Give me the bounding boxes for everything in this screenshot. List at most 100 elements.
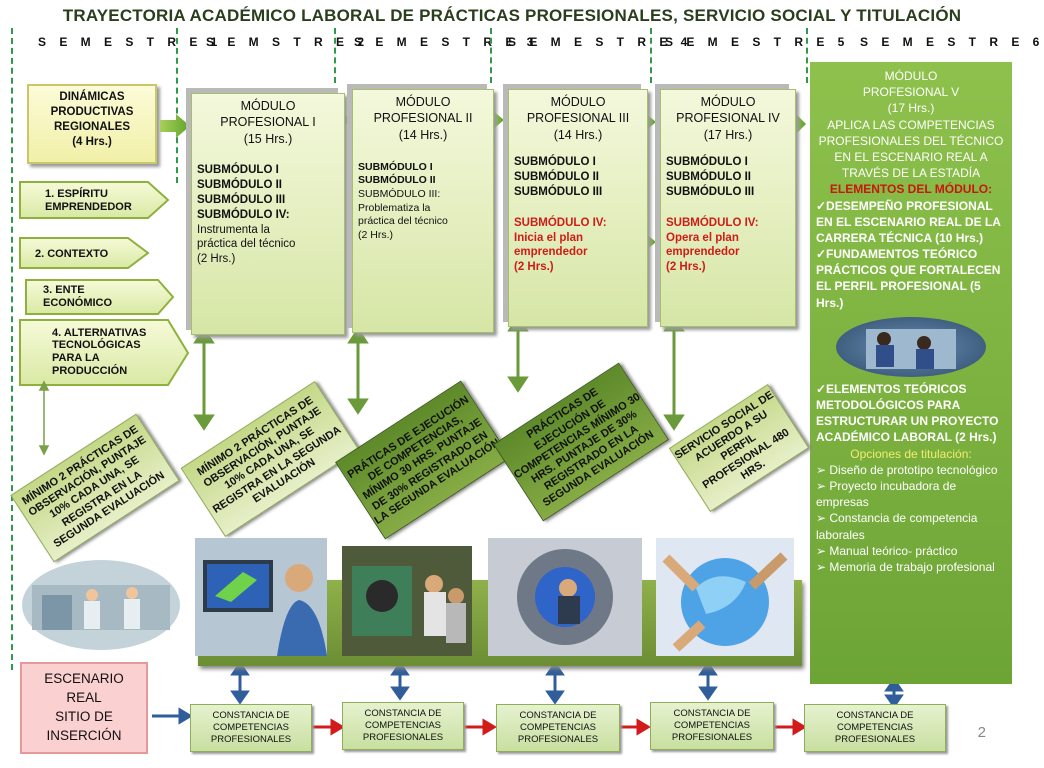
arrow-shape [25,279,175,315]
submodule: SUBMÓDULO III [666,185,755,198]
dinamicas-line: PRODUCTIVAS [50,105,134,118]
submodule-highlight: Opera el plan [666,231,739,244]
submodule: SUBMÓDULO II [358,174,436,187]
module-hours: (15 Hrs.) [243,131,293,146]
submodule-highlight: emprendedor [514,246,588,259]
submodule: SUBMÓDULO II [197,178,282,191]
globe-photo [656,538,794,656]
semester-1-header: S E M E S T R E 1 [38,35,223,49]
submodule: SUBMÓDULO III [197,193,286,206]
module5-element: ✓FUNDAMENTOS TEÓRICO PRÁCTICOS QUE FORTA… [816,247,1001,310]
machinery-illustration [342,546,472,656]
module-title: MÓDULO PROFESIONAL IV [676,95,780,126]
submodule: SUBMÓDULO II [514,170,599,183]
submodule: SUBMÓDULO III [514,185,603,198]
submodule: SUBMÓDULO I [514,155,596,168]
dinamicas-line: (4 Hrs.) [72,135,112,148]
computer-illustration [195,538,327,656]
lab-illustration [32,585,170,630]
globe-hands-illustration [656,538,794,656]
module-title: MÓDULO PROFESIONAL II [373,95,473,126]
module-title: MÓDULO PROFESIONAL III [526,95,630,126]
module-1-frame: MÓDULO PROFESIONAL I (15 Hrs.) SUBMÓDULO… [186,88,345,335]
module-4-box: MÓDULO PROFESIONAL IV (17 Hrs.) SUBMÓDUL… [660,89,796,327]
semester-6-header: S E M E S T R E 6 [860,35,1044,49]
titulacion-option: ➢ Constancia de competencia laborales [816,511,978,542]
submodule-desc: (2 Hrs.) [358,228,393,241]
module5-line: (17 Hrs.) [887,101,935,116]
submodule-highlight: (2 Hrs.) [514,261,554,274]
left-item-1: 1. ESPÍRITU EMPRENDEDOR [45,188,132,213]
submodule: SUBMÓDULO I [666,155,748,168]
divider [176,28,178,183]
left-item-3: 3. ENTE ECONÓMICO [43,284,113,309]
module-hours: (14 Hrs.) [553,127,603,142]
right-arrow-icon [160,114,190,138]
certificate-2: CONSTANCIA DE COMPETENCIAS PROFESIONALES [342,702,464,750]
module-title: MÓDULO PROFESIONAL I [220,99,316,130]
dinamicas-line: REGIONALES [53,120,131,133]
submodule-highlight: emprendedor [666,246,740,259]
titulacion-title: Opciones de titulación: [850,446,972,461]
module-1-box: MÓDULO PROFESIONAL I (15 Hrs.) SUBMÓDULO… [191,93,345,335]
workers-illustration [866,328,956,369]
module-3-box: MÓDULO PROFESIONAL III (14 Hrs.) SUBMÓDU… [508,89,648,327]
divider [650,28,652,83]
arrow-shape [19,181,170,219]
titulacion-option: ➢ Memoria de trabajo profesional [816,559,995,574]
semester-2-header: S E M S T R E 2 [206,35,370,49]
module5-line: MÓDULO [884,69,938,83]
module5-element: ✓DESEMPEÑO PROFESIONAL EN EL ESCENARIO R… [816,198,1001,245]
module5-line: PROFESIONAL V [862,85,960,100]
titulacion-option: ➢ Manual teórico- práctico [816,543,958,558]
certificate-3: CONSTANCIA DE COMPETENCIAS PROFESIONALES [496,704,620,752]
titulacion-option: ➢ Proyecto incubadora de empresas [816,478,957,510]
divider [11,28,13,670]
divider [490,28,492,83]
module-3-frame: MÓDULO PROFESIONAL III (14 Hrs.) SUBMÓDU… [503,84,648,327]
submodule-desc: (2 Hrs.) [197,253,236,266]
titulacion-option: ➢ Diseño de prototipo tecnológico [816,462,998,477]
left-item-2: 2. CONTEXTO [35,247,109,260]
dinamicas-box: DINÁMICAS PRODUCTIVAS REGIONALES (4 Hrs.… [27,84,157,164]
submodule: SUBMÓDULO I [358,160,433,173]
left-item-4: 4. ALTERNATIVAS TECNOLÓGICAS PARA LA PRO… [52,326,147,377]
submodule-desc: Problematiza la [358,201,431,214]
machinery-photo [342,546,472,656]
astronaut-photo [488,538,642,656]
page-number: 2 [977,724,986,741]
submodule-highlight: Inicia el plan [514,231,584,244]
submodule: SUBMÓDULO IV: [197,208,290,221]
module-2-box: MÓDULO PROFESIONAL II (14 Hrs.) SUBMÓDUL… [352,89,494,333]
module-5-panel: MÓDULO PROFESIONAL V (17 Hrs.) APLICA LA… [810,62,1012,684]
escenario-line: SITIO DE [55,708,113,724]
space-station-illustration [488,538,642,656]
dinamicas-line: DINÁMICAS [59,91,125,103]
certificate-5: CONSTANCIA DE COMPETENCIAS PROFESIONALES [804,704,946,752]
submodule-desc: práctica del técnico [197,238,296,251]
module-hours: (14 Hrs.) [398,127,448,142]
divider [334,28,336,83]
lab-photo [22,560,180,650]
submodule-desc: práctica del técnico [358,215,448,228]
submodule-highlight: (2 Hrs.) [666,261,706,274]
submodule-highlight: SUBMÓDULO IV: [514,216,607,229]
certificate-4: CONSTANCIA DE COMPETENCIAS PROFESIONALES [650,702,774,750]
module-2-frame: MÓDULO PROFESIONAL II (14 Hrs.) SUBMÓDUL… [347,84,494,333]
computer-photo [195,538,327,656]
arrow-shape [19,237,150,269]
module5-element: ✓ELEMENTOS TEÓRICOS METODOLÓGICOS PARA E… [816,381,999,445]
submodule: SUBMÓDULO I [197,163,279,176]
submodule-desc: SUBMÓDULO III: [358,188,441,201]
semester-3-header: S E M E S T R E 3 [354,35,539,49]
right-arrow-icon [486,110,504,130]
module-hours: (17 Hrs.) [703,127,753,142]
submodule-highlight: SUBMÓDULO IV: [666,216,759,229]
divider [806,28,808,83]
submodule: SUBMÓDULO II [666,170,751,183]
certificate-1: CONSTANCIA DE COMPETENCIAS PROFESIONALES [190,704,312,752]
module5-line: APLICA LAS COMPETENCIAS PROFESIONALES DE… [818,117,1004,181]
escenario-line: INSERCIÓN [46,727,122,743]
semester-4-header: S E M E S T R E 4 [508,35,693,49]
